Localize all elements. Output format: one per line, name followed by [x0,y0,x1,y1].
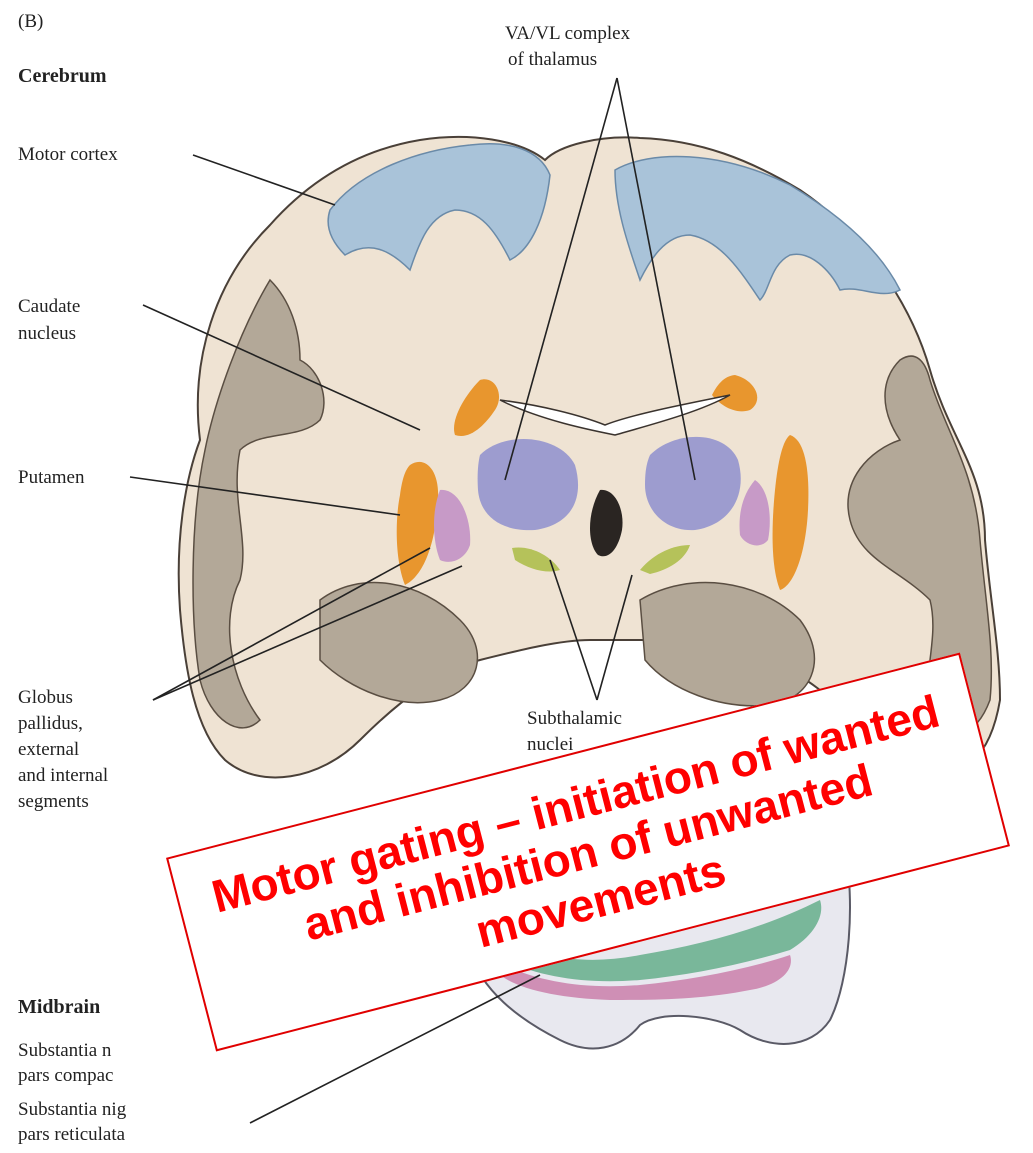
vavl-label-1: VA/VL complex [505,22,630,46]
caudate-label-1: Caudate [18,295,80,319]
subthalamic-label-1: Subthalamic [527,707,622,731]
cerebrum-heading: Cerebrum [18,64,107,88]
globus-pallidus-label-4: and internal [18,764,108,788]
globus-pallidus-label-1: Globus [18,686,73,710]
snr-label-2: pars reticulata [18,1123,125,1147]
midbrain-heading: Midbrain [18,995,100,1019]
globus-pallidus-label-2: pallidus, [18,712,83,736]
putamen-label: Putamen [18,466,85,490]
vavl-label-2: of thalamus [508,48,597,72]
globus-pallidus-label-5: segments [18,790,89,814]
motor-cortex-label: Motor cortex [18,143,118,167]
snr-label-1: Substantia nig [18,1098,126,1122]
globus-pallidus-label-3: external [18,738,79,762]
snc-label-1: Substantia n [18,1039,111,1063]
snc-label-2: pars compac [18,1064,113,1088]
panel-label: (B) [18,10,43,34]
thalamus-left [478,439,578,530]
caudate-label-2: nucleus [18,322,76,346]
